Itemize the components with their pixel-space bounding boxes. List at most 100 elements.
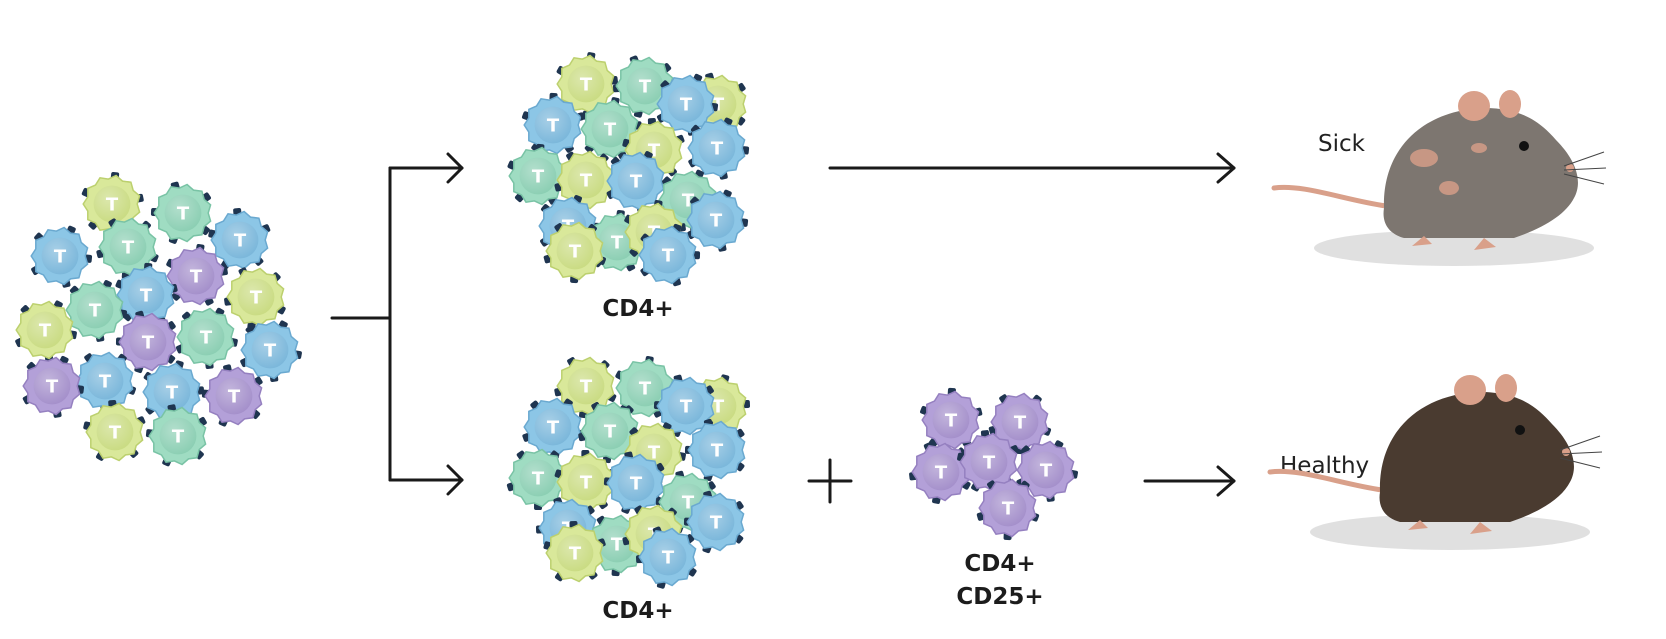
arrow-icon bbox=[1143, 465, 1236, 497]
t-cell-icon: T bbox=[208, 207, 271, 270]
svg-text:T: T bbox=[983, 453, 996, 474]
split-arrow bbox=[330, 152, 464, 496]
t-cell-icon: T bbox=[115, 262, 178, 325]
outcome-label-healthy: Healthy bbox=[1280, 453, 1369, 479]
t-cell-icon: T bbox=[612, 55, 674, 118]
svg-text:T: T bbox=[935, 463, 948, 484]
cd4-label-bottom: CD4+ bbox=[602, 598, 673, 624]
svg-text:T: T bbox=[547, 418, 560, 439]
svg-text:T: T bbox=[532, 469, 545, 490]
svg-text:T: T bbox=[106, 195, 119, 216]
svg-text:T: T bbox=[89, 301, 102, 322]
t-cell-icon: T bbox=[687, 117, 750, 180]
t-cell-icon: T bbox=[684, 418, 746, 482]
t-cell-icon: T bbox=[175, 307, 238, 370]
t-cell-icon: T bbox=[142, 360, 205, 423]
svg-text:T: T bbox=[710, 211, 723, 232]
t-cell-icon: T bbox=[580, 97, 642, 159]
svg-text:T: T bbox=[630, 172, 643, 193]
t-cell-icon: T bbox=[522, 397, 585, 460]
t-cell-icon: T bbox=[73, 351, 136, 414]
t-cell-icon: T bbox=[556, 52, 618, 114]
svg-text:T: T bbox=[580, 473, 593, 494]
svg-text:T: T bbox=[580, 377, 593, 398]
t-cell-icon: T bbox=[554, 150, 617, 213]
t-cell-icon: T bbox=[521, 92, 585, 155]
svg-text:T: T bbox=[611, 535, 624, 556]
svg-text:T: T bbox=[569, 544, 582, 565]
t-cell-icon: T bbox=[638, 223, 701, 287]
svg-text:T: T bbox=[1040, 461, 1053, 482]
svg-text:T: T bbox=[46, 377, 59, 398]
t-cell-icon: T bbox=[507, 143, 570, 206]
t-cell-icon: T bbox=[656, 73, 719, 136]
arrow-icon bbox=[828, 152, 1236, 184]
svg-text:T: T bbox=[648, 443, 661, 464]
cd25-label-treg: CD25+ bbox=[956, 584, 1043, 610]
svg-text:T: T bbox=[250, 288, 263, 309]
t-cell-icon: T bbox=[920, 387, 983, 450]
t-cell-icon: T bbox=[606, 151, 669, 213]
svg-text:T: T bbox=[54, 247, 67, 268]
t-cell-icon: T bbox=[150, 181, 212, 244]
svg-text:T: T bbox=[711, 441, 724, 462]
t-cell-icon: T bbox=[683, 490, 745, 554]
t-cell-icon: T bbox=[686, 189, 749, 252]
t-cell-icon: T bbox=[554, 450, 617, 512]
outcome-label-sick: Sick bbox=[1318, 131, 1366, 157]
svg-text:T: T bbox=[604, 120, 617, 141]
t-cell-icon: T bbox=[1016, 440, 1079, 502]
t-cell-icon: T bbox=[201, 364, 263, 427]
svg-text:T: T bbox=[142, 333, 155, 354]
t-cell-icon: T bbox=[22, 355, 85, 418]
cd4-label-top: CD4+ bbox=[602, 296, 673, 322]
svg-text:T: T bbox=[532, 167, 545, 188]
svg-text:T: T bbox=[547, 116, 560, 137]
t-cell-icon: T bbox=[976, 478, 1040, 541]
t-cell-icon: T bbox=[909, 442, 971, 504]
svg-text:T: T bbox=[604, 422, 617, 443]
t-cell-icon: T bbox=[15, 300, 77, 362]
svg-text:T: T bbox=[662, 246, 675, 267]
t-cell-icon: T bbox=[145, 404, 207, 467]
svg-text:T: T bbox=[569, 242, 582, 263]
svg-text:T: T bbox=[109, 423, 122, 444]
svg-text:T: T bbox=[945, 411, 958, 432]
t-cell-icon: T bbox=[957, 430, 1019, 492]
svg-text:T: T bbox=[662, 548, 675, 569]
svg-text:T: T bbox=[122, 238, 135, 259]
t-cell-icon: T bbox=[166, 244, 228, 306]
svg-text:T: T bbox=[166, 383, 179, 404]
t-cell-icon: T bbox=[115, 310, 177, 374]
t-cell-icon: T bbox=[603, 451, 665, 514]
svg-text:T: T bbox=[680, 95, 693, 116]
svg-text:T: T bbox=[711, 139, 724, 160]
mouse-icon-sick bbox=[1271, 90, 1607, 266]
svg-text:T: T bbox=[580, 171, 593, 192]
t-cell-icon: T bbox=[988, 392, 1052, 455]
svg-text:T: T bbox=[1002, 499, 1015, 520]
svg-text:T: T bbox=[200, 328, 213, 349]
t-cell-icon: T bbox=[635, 526, 697, 589]
svg-text:T: T bbox=[710, 513, 723, 534]
svg-text:T: T bbox=[140, 286, 153, 307]
svg-text:T: T bbox=[234, 231, 247, 252]
t-cell-icon: T bbox=[83, 399, 146, 462]
svg-text:T: T bbox=[177, 204, 190, 225]
svg-text:T: T bbox=[39, 321, 52, 342]
mouse-icon-healthy bbox=[1267, 374, 1603, 550]
svg-text:T: T bbox=[680, 397, 693, 418]
plus-icon bbox=[807, 458, 853, 504]
t-cell-icon: T bbox=[554, 356, 617, 419]
svg-text:T: T bbox=[712, 397, 725, 418]
t-cell-icon: T bbox=[543, 221, 606, 284]
t-cell-icon: T bbox=[224, 267, 286, 329]
svg-text:T: T bbox=[611, 233, 624, 254]
svg-text:T: T bbox=[264, 341, 277, 362]
svg-text:T: T bbox=[580, 75, 593, 96]
